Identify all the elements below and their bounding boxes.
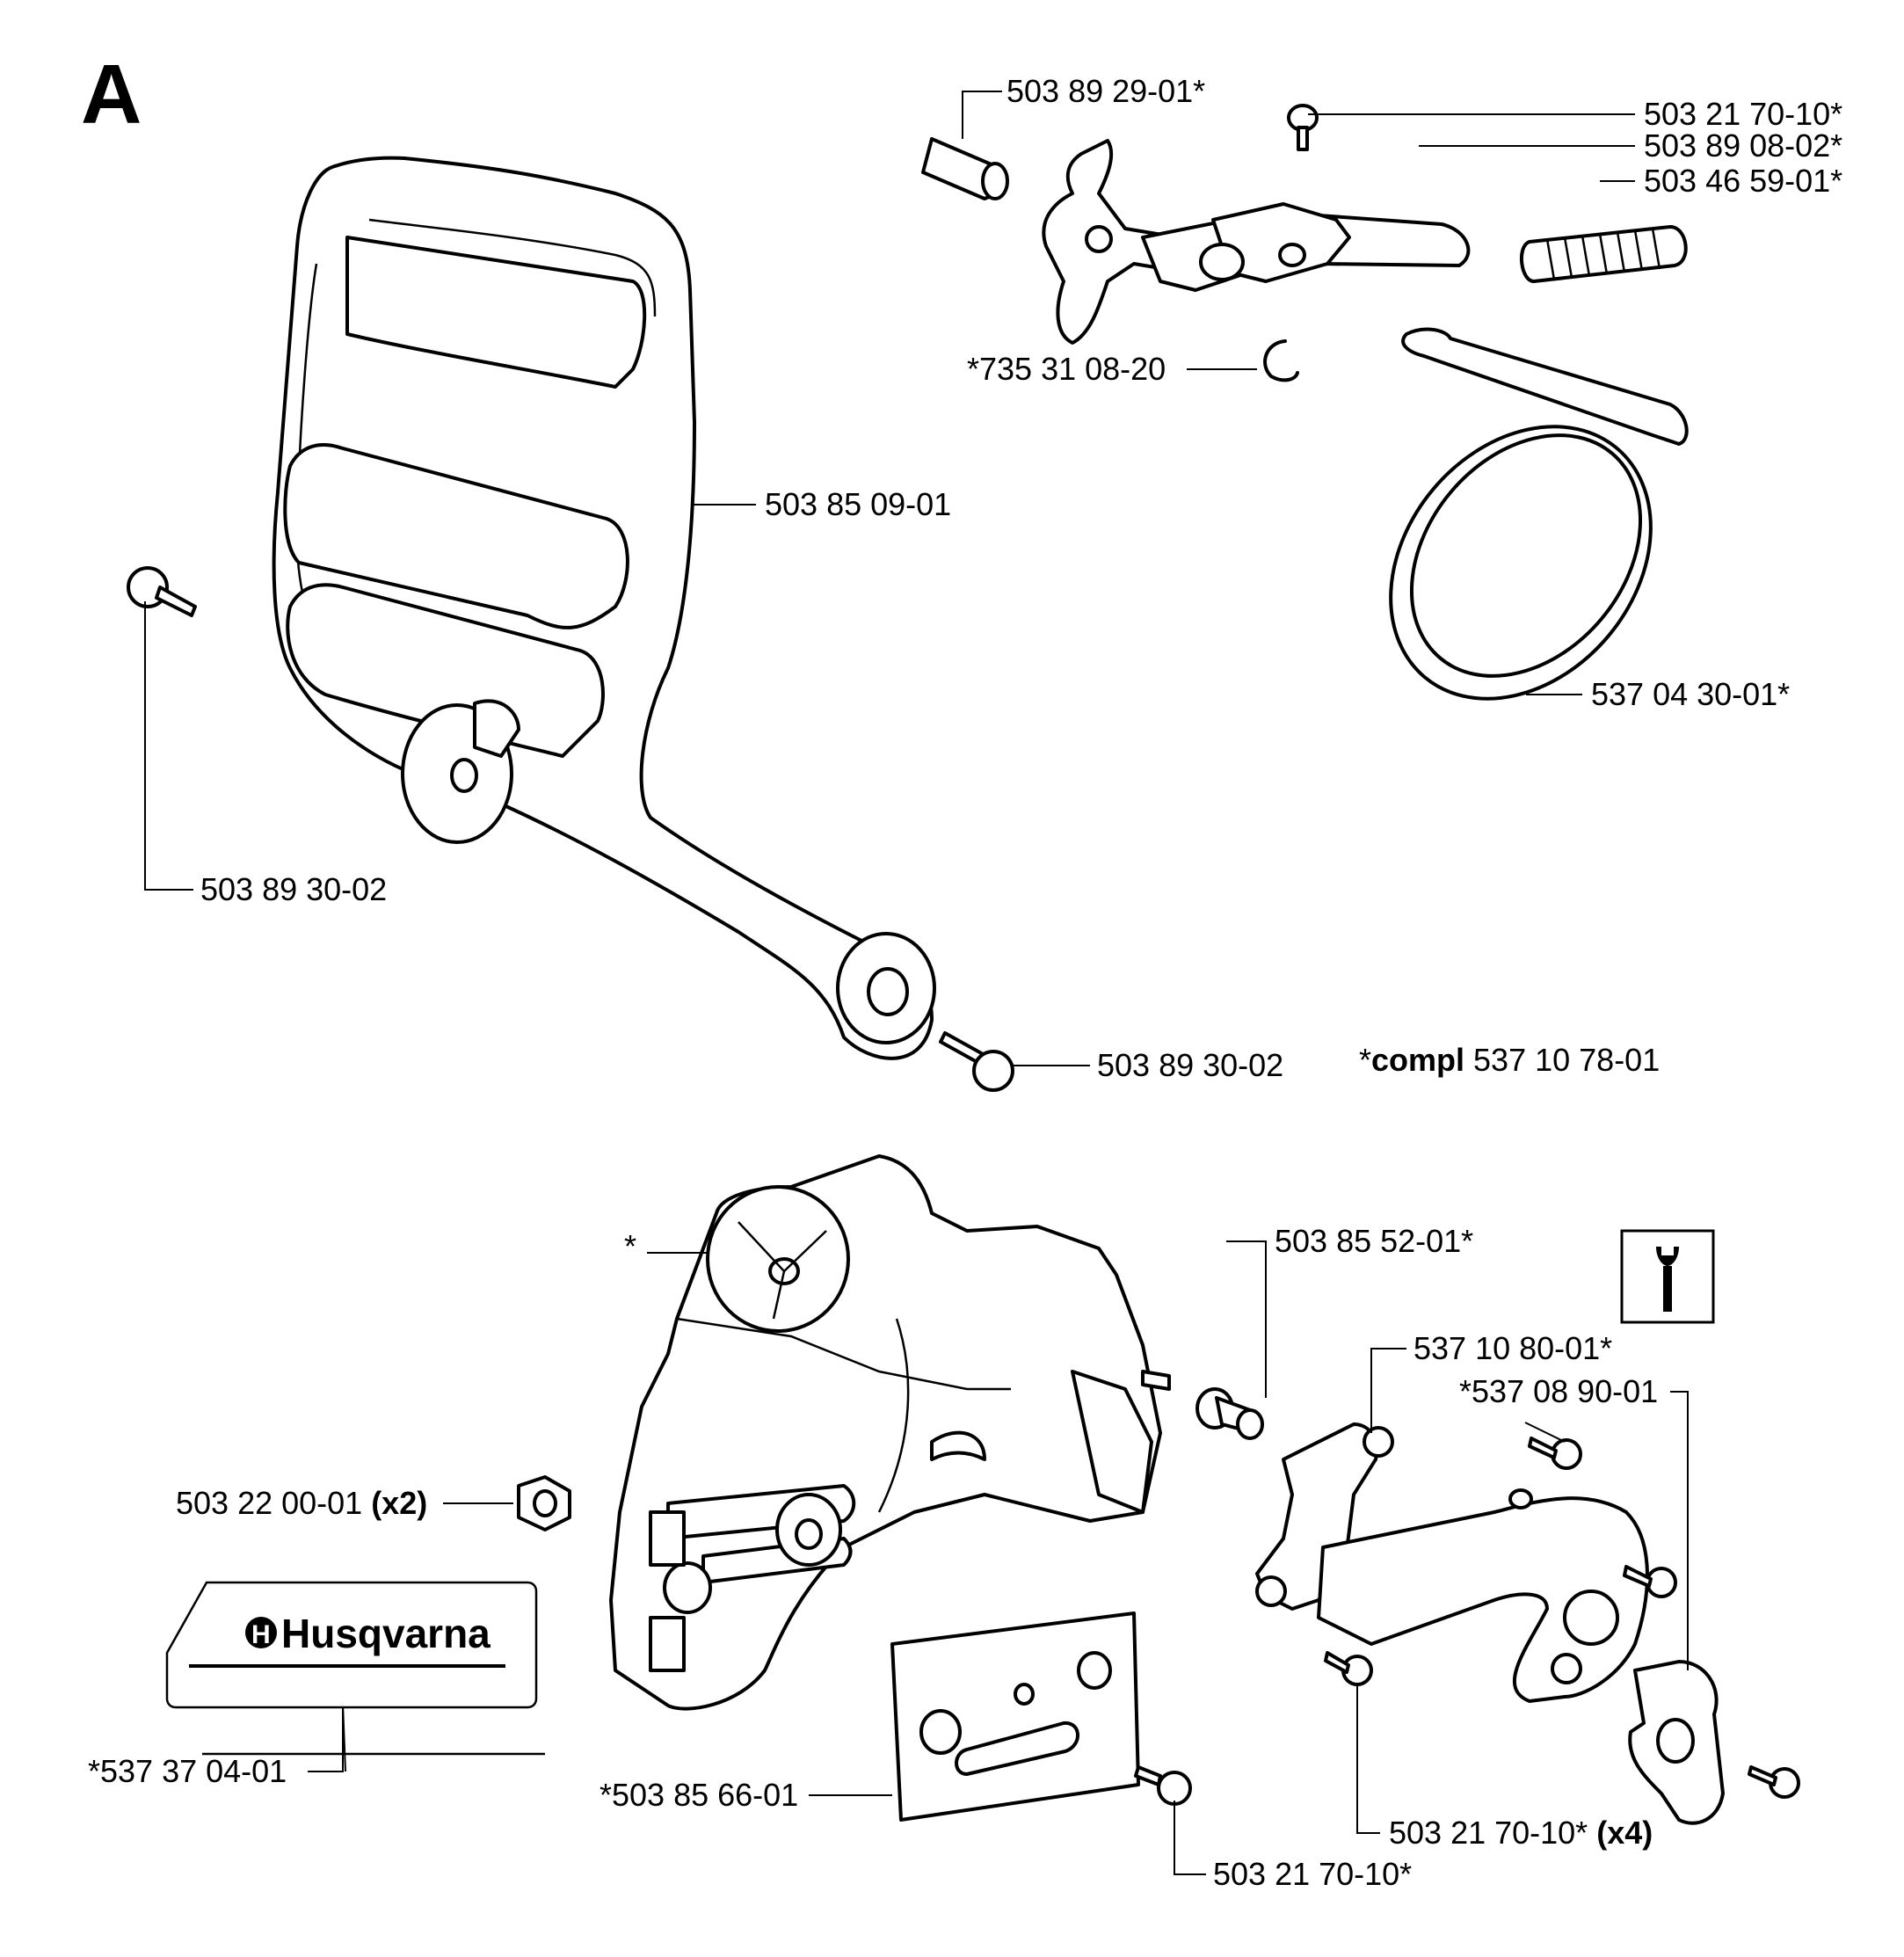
- label-pin: 503 85 52-01*: [1275, 1223, 1473, 1259]
- label-tip-pin: 503 89 29-01*: [1007, 73, 1205, 109]
- chain-guard: [1317, 1488, 1649, 1703]
- leader-lines: [144, 91, 1689, 1875]
- decal-label: H Husqvarna: [165, 1581, 538, 1709]
- brake-linkage: [921, 104, 1471, 345]
- screw-cluster: [1324, 1437, 1800, 1799]
- label-cover-star: *: [624, 1228, 636, 1264]
- chain-catcher: [1255, 1422, 1394, 1611]
- nut: [517, 1475, 571, 1531]
- section-letter: A: [81, 47, 142, 142]
- clip: [1263, 339, 1299, 382]
- plate-screw: [1134, 1765, 1192, 1806]
- label-brake-lever: 503 89 08-02*: [1644, 127, 1842, 164]
- label-plate-screw: 503 21 70-10*: [1213, 1856, 1412, 1892]
- label-screws-x4: 503 21 70-10* (x4): [1389, 1815, 1653, 1851]
- wrench-tool-icon: [1620, 1229, 1715, 1324]
- label-compl: *compl 537 10 78-01: [1359, 1042, 1660, 1078]
- label-plate: *503 85 66-01: [600, 1777, 798, 1813]
- callouts: 503 89 29-01* 503 21 70-10* 503 89 08-02…: [88, 73, 1842, 1892]
- brake-spring: [1519, 225, 1688, 283]
- guide-plate: [890, 1611, 1140, 1822]
- svg-text:H: H: [251, 1620, 271, 1649]
- label-guard-screw-left: 503 89 30-02: [200, 871, 387, 907]
- guard-screw-right: [939, 1031, 1014, 1092]
- label-brake-band: 537 04 30-01*: [1591, 676, 1790, 712]
- catcher-block: [1628, 1660, 1725, 1825]
- label-guard: 503 85 09-01: [765, 486, 951, 522]
- label-guard-screw-right: 503 89 30-02: [1097, 1047, 1283, 1083]
- label-catcher-block: *537 08 90-01: [1459, 1373, 1658, 1409]
- decal-brand: Husqvarna: [281, 1611, 491, 1656]
- label-clip: *735 31 08-20: [967, 351, 1166, 387]
- label-screw-top: 503 21 70-10*: [1644, 96, 1842, 132]
- guard-screw-left: [127, 566, 197, 617]
- hand-guard: [272, 156, 936, 1060]
- pin: [1195, 1387, 1264, 1440]
- label-spring: 503 46 59-01*: [1644, 163, 1842, 199]
- husqvarna-logo-icon: H: [245, 1617, 277, 1649]
- clutch-cover: [609, 1154, 1171, 1711]
- label-nut: 503 22 00-01 (x2): [176, 1485, 427, 1521]
- label-decal: *537 37 04-01: [88, 1753, 287, 1789]
- brake-band: [1389, 327, 1689, 701]
- label-catcher: 537 10 80-01*: [1413, 1330, 1612, 1366]
